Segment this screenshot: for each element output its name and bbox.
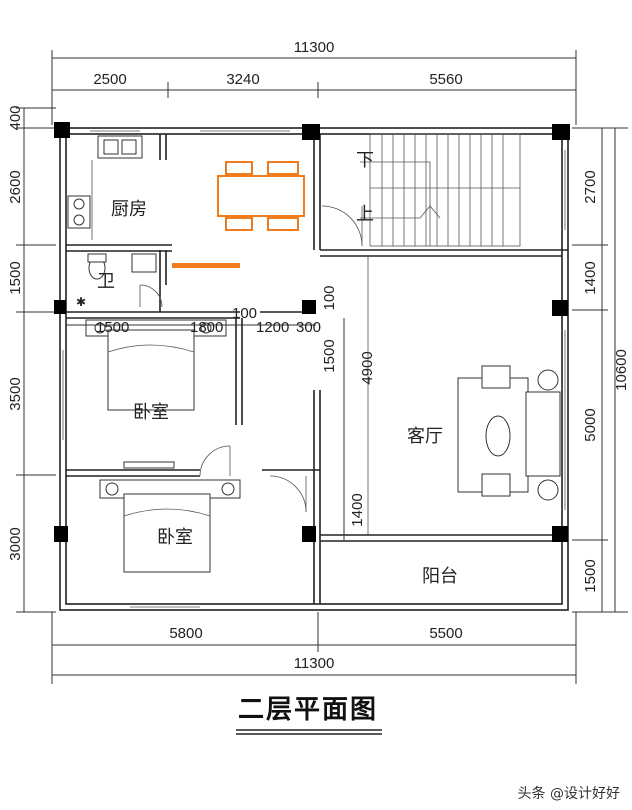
dim-inner-300: 300 bbox=[296, 319, 321, 336]
dim-bottom-seg-1: 5800 bbox=[169, 625, 202, 642]
dim-inner-4900: 4900 bbox=[359, 351, 376, 384]
bedroom2-furniture bbox=[99, 475, 307, 573]
dim-right-inner-3: 5000 bbox=[582, 408, 599, 441]
room-label-bedroom-1: 卧室 bbox=[133, 402, 169, 423]
bottom-dimensions: 5800 5500 11300 bbox=[51, 612, 577, 684]
living-room-furniture bbox=[457, 365, 561, 501]
left-dimensions: 400 2600 1500 3500 3000 bbox=[7, 105, 56, 613]
watermark: 头条 @设计好好 bbox=[518, 785, 620, 802]
room-label-bedroom-2: 卧室 bbox=[157, 527, 193, 548]
dim-bottom-seg-2: 5500 bbox=[429, 625, 462, 642]
right-dimensions: 2700 1400 5000 1500 10600 bbox=[572, 127, 630, 613]
dim-right-outer: 10600 bbox=[613, 349, 630, 391]
dim-bottom-total: 11300 bbox=[294, 655, 335, 672]
plan-title: 二层平面图 bbox=[238, 695, 378, 725]
dim-inner-1800: 1800 bbox=[190, 319, 223, 336]
dim-right-inner-1: 2700 bbox=[582, 170, 599, 203]
dim-inner-1500: 1500 bbox=[96, 319, 129, 336]
staircase: 下 上 bbox=[321, 133, 521, 247]
dim-top-seg-1: 2500 bbox=[93, 71, 126, 88]
room-label-kitchen: 厨房 bbox=[111, 199, 147, 220]
dim-right-inner-4: 1500 bbox=[582, 559, 599, 592]
dim-left-5: 3000 bbox=[7, 527, 24, 560]
room-label-balcony: 阳台 bbox=[422, 566, 458, 587]
bedroom1-furniture bbox=[85, 319, 231, 477]
walls bbox=[59, 127, 569, 611]
stair-up-label: 上 bbox=[356, 204, 374, 225]
room-labels: 厨房 卫 卧室 卧室 客厅 阳台 bbox=[97, 199, 458, 587]
dim-left-1: 400 bbox=[7, 105, 24, 130]
room-label-toilet: 卫 bbox=[97, 271, 115, 292]
columns bbox=[54, 122, 570, 542]
toilet-fixtures: ✱ bbox=[76, 253, 163, 309]
top-dimensions: 11300 2500 3240 5560 bbox=[51, 39, 577, 125]
dim-left-3: 1500 bbox=[7, 261, 24, 294]
plan-title-group: 二层平面图 bbox=[236, 695, 382, 735]
kitchen-fixtures bbox=[67, 135, 143, 240]
dim-inner-100b: 100 bbox=[321, 285, 338, 310]
dim-inner-1200: 1200 bbox=[256, 319, 289, 336]
room-label-living: 客厅 bbox=[407, 426, 443, 447]
dim-inner-1400v: 1400 bbox=[349, 493, 366, 526]
asterisk-mark: ✱ bbox=[76, 295, 86, 309]
dim-inner-1500v: 1500 bbox=[321, 339, 338, 372]
dim-top-seg-2: 3240 bbox=[226, 71, 259, 88]
stair-down-label: 下 bbox=[356, 150, 374, 171]
inner-dimensions: 1500 1800 100 1200 300 100 1500 4900 140… bbox=[66, 285, 376, 540]
dim-left-4: 3500 bbox=[7, 377, 24, 410]
dim-right-inner-2: 1400 bbox=[582, 261, 599, 294]
dim-inner-100a: 100 bbox=[232, 305, 257, 322]
dim-left-2: 2600 bbox=[7, 170, 24, 203]
dining-table bbox=[172, 161, 305, 268]
dim-top-total: 11300 bbox=[294, 39, 335, 56]
dim-top-seg-3: 5560 bbox=[429, 71, 462, 88]
